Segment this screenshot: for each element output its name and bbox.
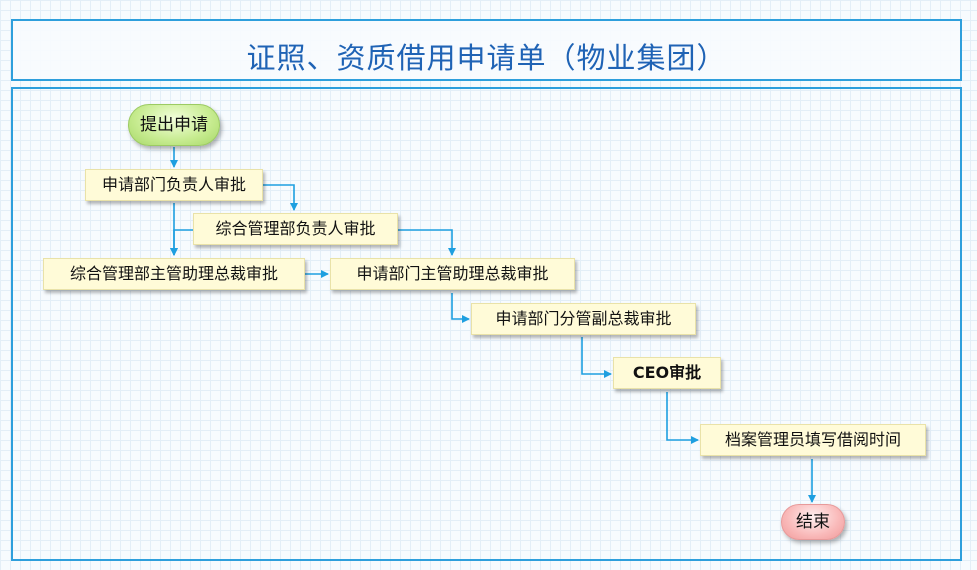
connector-step2-step4 [398,229,456,256]
step-dept-head-approval: 申请部门负责人审批 [85,169,263,201]
connector-step2-step3 [170,229,193,256]
end-node-label: 结束 [796,512,830,532]
step-admin-assistant-president-approval-label: 综合管理部主管助理总裁审批 [69,264,278,283]
flowchart-frame [11,87,962,561]
connector-step5-step6 [581,337,612,378]
page-title: 证照、资质借用申请单（物业集团） [246,41,727,75]
connector-step1-step2 [263,184,298,211]
step-dept-vice-president-approval-label: 申请部门分管副总裁审批 [495,309,672,328]
step-ceo-approval-label: CEO审批 [632,363,702,382]
step-admin-head-approval-label: 综合管理部负责人审批 [215,219,376,238]
step-dept-vice-president-approval: 申请部门分管副总裁审批 [471,303,696,335]
step-dept-head-approval-label: 申请部门负责人审批 [101,175,246,194]
end-node: 结束 [781,504,845,540]
step-archivist-record-time: 档案管理员填写借阅时间 [700,424,926,456]
step-admin-head-approval: 综合管理部负责人审批 [193,213,398,245]
connector-step6-step7 [666,392,699,444]
start-node-label: 提出申请 [140,115,208,135]
step-dept-assistant-president-approval-label: 申请部门主管助理总裁审批 [356,264,549,283]
connector-step4-step5 [451,293,470,323]
step-ceo-approval: CEO审批 [613,357,721,389]
start-node: 提出申请 [128,104,220,146]
title-frame: 证照、资质借用申请单（物业集团） [11,19,962,81]
step-dept-assistant-president-approval: 申请部门主管助理总裁审批 [330,258,575,290]
step-admin-assistant-president-approval: 综合管理部主管助理总裁审批 [43,258,305,290]
step-archivist-record-time-label: 档案管理员填写借阅时间 [724,430,901,449]
